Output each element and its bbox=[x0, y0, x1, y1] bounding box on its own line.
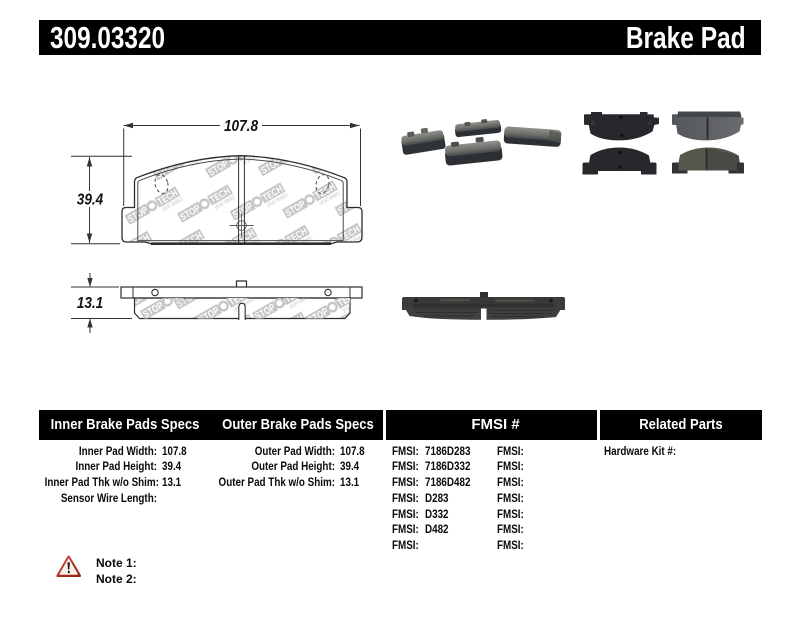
svg-text:107.8: 107.8 bbox=[224, 118, 259, 135]
svg-text:13.1: 13.1 bbox=[77, 295, 104, 312]
svg-text:39.4: 39.4 bbox=[77, 192, 104, 209]
